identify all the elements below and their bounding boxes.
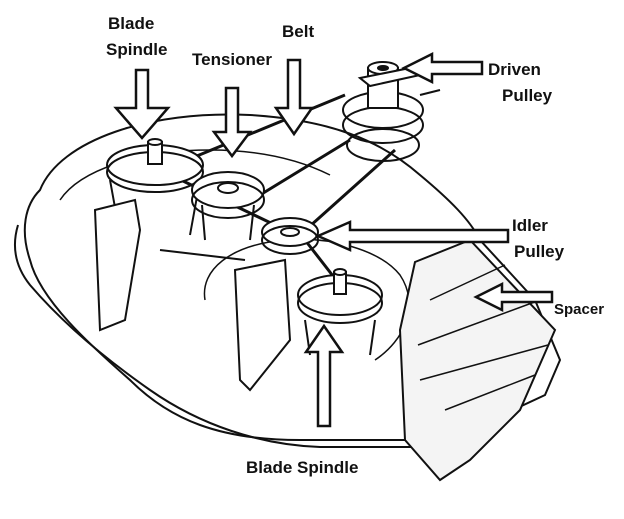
bracket-arms [93, 198, 292, 392]
blade-spindle-right [297, 268, 383, 356]
tensioner-pulley [191, 171, 265, 241]
callout-arrows [113, 51, 554, 428]
label-spacer: Spacer [554, 301, 605, 318]
label-belt: Belt [282, 22, 315, 41]
label-blade-spindle-bottom: Blade Spindle [246, 458, 359, 477]
arrow-tensioner [211, 86, 253, 159]
arrow-belt [273, 58, 315, 137]
label-idler-pulley-line1: Idler [512, 216, 548, 235]
arrow-blade-spindle-top [113, 68, 171, 140]
arrow-spacer [473, 281, 554, 313]
idler-pulley [261, 217, 319, 255]
arrow-idler-pulley [314, 220, 510, 252]
label-idler-pulley-line2: Pulley [514, 242, 565, 261]
label-driven-pulley-line2: Pulley [502, 86, 553, 105]
label-driven-pulley-line1: Driven [488, 60, 541, 79]
label-tensioner: Tensioner [192, 50, 272, 69]
arrow-driven-pulley [401, 51, 484, 85]
discharge-chute [398, 238, 557, 482]
label-blade-spindle-top-line1: Blade [108, 14, 155, 33]
belt [159, 93, 397, 286]
arrow-blade-spindle-bottom [303, 323, 345, 428]
label-blade-spindle-top-line2: Spindle [106, 40, 168, 59]
